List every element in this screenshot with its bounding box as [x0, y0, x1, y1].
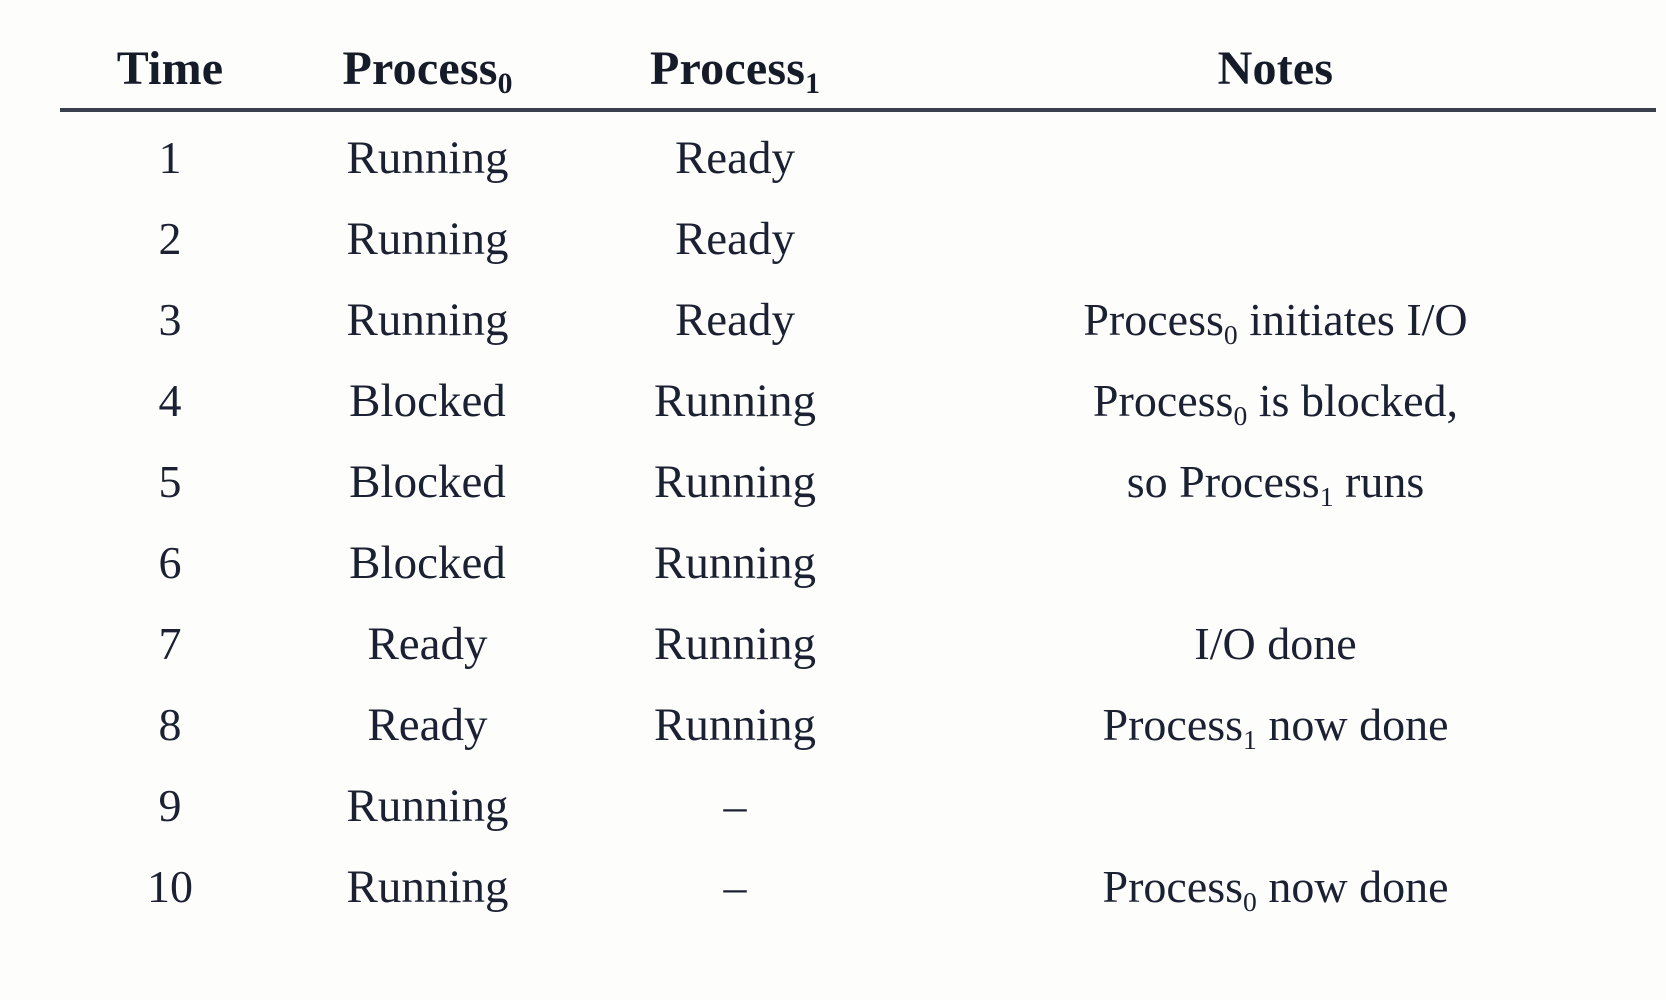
- cell-process0-state: Blocked: [349, 536, 506, 589]
- cell-process1-state: Running: [654, 698, 816, 751]
- cell-time: 7: [158, 618, 182, 670]
- cell-process1-state: Ready: [674, 131, 796, 184]
- cell-process0-state: Running: [346, 860, 509, 913]
- header-row: Time Process0 Process1 Notes: [60, 44, 1656, 110]
- cell-process1-state: Running: [654, 374, 816, 427]
- cell-process0-state: Blocked: [349, 455, 506, 508]
- table-row: 9 Running –: [60, 766, 1656, 847]
- cell-notes: [895, 523, 1656, 604]
- cell-process1-state: Running: [654, 536, 816, 589]
- cell-notes: so Process1 runs: [1126, 456, 1425, 512]
- column-header-notes: Notes: [1217, 42, 1334, 95]
- cell-time: 5: [158, 456, 182, 508]
- cell-process1-state: Ready: [674, 212, 796, 265]
- subscript-1: 1: [1243, 723, 1257, 755]
- cell-notes: I/O done: [1194, 618, 1357, 670]
- table-row: 10 Running – Process0 now done: [60, 847, 1656, 928]
- cell-process0-state: Running: [346, 212, 509, 265]
- table-row: 6 Blocked Running: [60, 523, 1656, 604]
- table-row: 3 Running Ready Process0 initiates I/O: [60, 280, 1656, 361]
- cell-process0-state: Running: [346, 293, 509, 346]
- column-header-process0: Process0: [342, 42, 513, 100]
- table-row: 4 Blocked Running Process0 is blocked,: [60, 361, 1656, 442]
- cell-notes: Process1 now done: [1102, 699, 1449, 755]
- subscript-1: 1: [805, 66, 820, 100]
- subscript-0: 0: [497, 66, 513, 100]
- table-row: 5 Blocked Running so Process1 runs: [60, 442, 1656, 523]
- cell-process1-state: Ready: [674, 293, 796, 346]
- subscript-0: 0: [1233, 399, 1248, 431]
- table-row: 1 Running Ready: [60, 110, 1656, 199]
- cell-process0-state: Ready: [367, 617, 488, 670]
- subscript-0: 0: [1243, 885, 1257, 917]
- table-row: 7 Ready Running I/O done: [60, 604, 1656, 685]
- table-row: 2 Running Ready: [60, 199, 1656, 280]
- cell-notes: [895, 199, 1656, 280]
- cell-time: 3: [158, 294, 182, 346]
- cell-process1-state: Running: [654, 617, 816, 670]
- cell-time: 2: [158, 213, 182, 265]
- cell-process1-none-dash: –: [723, 780, 747, 832]
- cell-time: 10: [147, 861, 193, 913]
- cell-process0-state: Blocked: [349, 374, 506, 427]
- table-header: Time Process0 Process1 Notes: [60, 44, 1656, 110]
- cell-notes: Process0 initiates I/O: [1083, 294, 1468, 350]
- cell-time: 9: [158, 780, 182, 832]
- column-header-process1: Process1: [649, 42, 820, 100]
- cell-time: 4: [158, 375, 182, 427]
- cell-time: 1: [158, 132, 182, 184]
- cell-process1-none-dash: –: [723, 861, 747, 913]
- cell-notes: Process0 now done: [1102, 861, 1449, 917]
- subscript-0: 0: [1223, 318, 1238, 350]
- cell-process0-state: Ready: [367, 698, 488, 751]
- cell-time: 6: [158, 537, 182, 589]
- cell-notes: Process0 is blocked,: [1092, 375, 1459, 431]
- subscript-1: 1: [1319, 480, 1334, 512]
- cell-notes: [895, 110, 1656, 199]
- table-row: 8 Ready Running Process1 now done: [60, 685, 1656, 766]
- cell-process1-state: Running: [654, 455, 816, 508]
- cell-process0-state: Running: [346, 131, 509, 184]
- cell-process0-state: Running: [346, 779, 509, 832]
- column-header-time: Time: [116, 42, 224, 95]
- cell-notes: [895, 766, 1656, 847]
- cell-time: 8: [158, 699, 182, 751]
